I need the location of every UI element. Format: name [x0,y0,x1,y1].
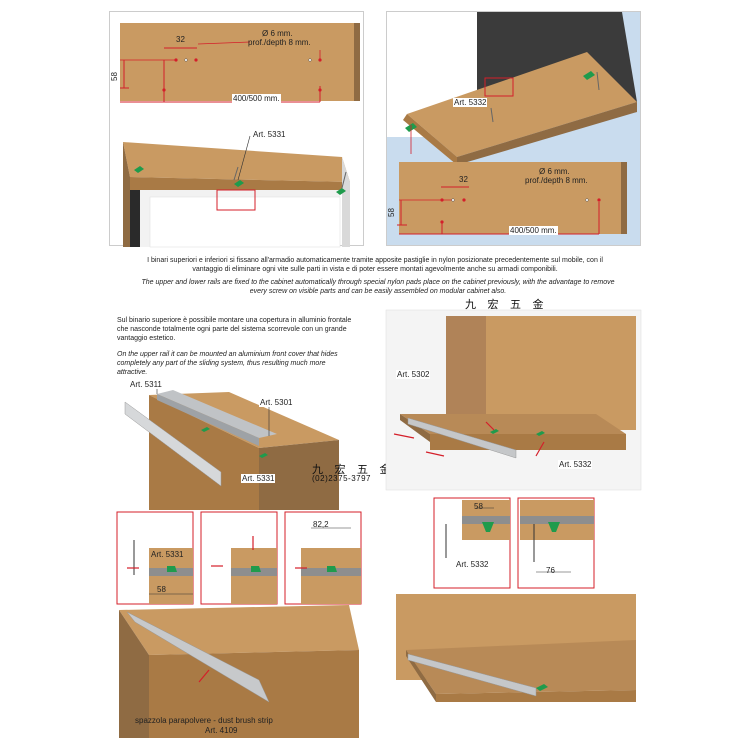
dim-58-label: 58 [109,72,119,81]
dim-32-label: 32 [176,35,185,44]
detail-art-5331-label: Art. 5331 [151,550,184,559]
art-5302-label: Art. 5302 [396,370,431,379]
dim-58-label: 58 [386,208,396,217]
dim-32-label: 32 [459,175,468,184]
caption-italian: I binari superiori e inferiori si fissan… [147,257,603,273]
watermark-phone-mid: (02)2375-3797 [312,474,371,483]
dim-58-label: 58 [157,585,166,594]
watermark-chars-mid: 九 宏 五 金 [312,463,395,476]
cover-text-italian: Sul binario superiore è possibile montar… [117,317,352,342]
cover-text-english: On the upper rail it can be mounted an a… [117,351,338,376]
dim-76-label: 76 [546,566,555,575]
bottom-left-panel: Sul binario superiore è possibile montar… [109,310,364,738]
drilling-template-board [120,23,360,248]
bottom-right-panel: Art. 5302 Art. 5332 58 Art. 5332 76 [385,309,642,738]
brush-art-label: Art. 4109 [205,726,238,735]
hole-spec-label: Ø 6 mm. [539,167,570,176]
hole-spec-label: Ø 6 mm. [262,29,293,38]
art-5311-label: Art. 5311 [129,380,163,389]
cabinet-top-view [387,12,637,235]
upper-rail-illustration [116,382,362,738]
art-5332-label-a: Art. 5332 [558,460,593,469]
art-5331-label: Art. 5331 [252,130,287,139]
brush-strip-label: spazzola parapolvere - dust brush strip [135,716,273,725]
dim-82-label: 82,2 [313,520,329,529]
depth-spec-label: prof./depth 8 mm. [525,176,588,185]
top-left-panel: Ø 6 mm. prof./depth 8 mm. 32 58 400/500 … [109,11,364,248]
lower-rail-illustration [385,309,642,702]
dim-400-500-label: 400/500 mm. [509,226,558,235]
art-5332-label-b: Art. 5332 [456,560,489,569]
watermark-chars-top: 九 宏 五 金 [465,298,548,311]
caption-english: The upper and lower rails are fixed to t… [141,279,615,295]
dim-400-500-label: 400/500 mm. [232,94,281,103]
top-right-panel: Art. 5332 Ø 6 mm. prof./depth 8 mm. 32 5… [386,11,641,246]
art-5332-label: Art. 5332 [453,98,488,107]
art-5301-label: Art. 5301 [259,398,294,407]
dim-58-label: 58 [474,502,483,511]
art-5331-label: Art. 5331 [241,474,276,483]
depth-spec-label: prof./depth 8 mm. [248,38,311,47]
